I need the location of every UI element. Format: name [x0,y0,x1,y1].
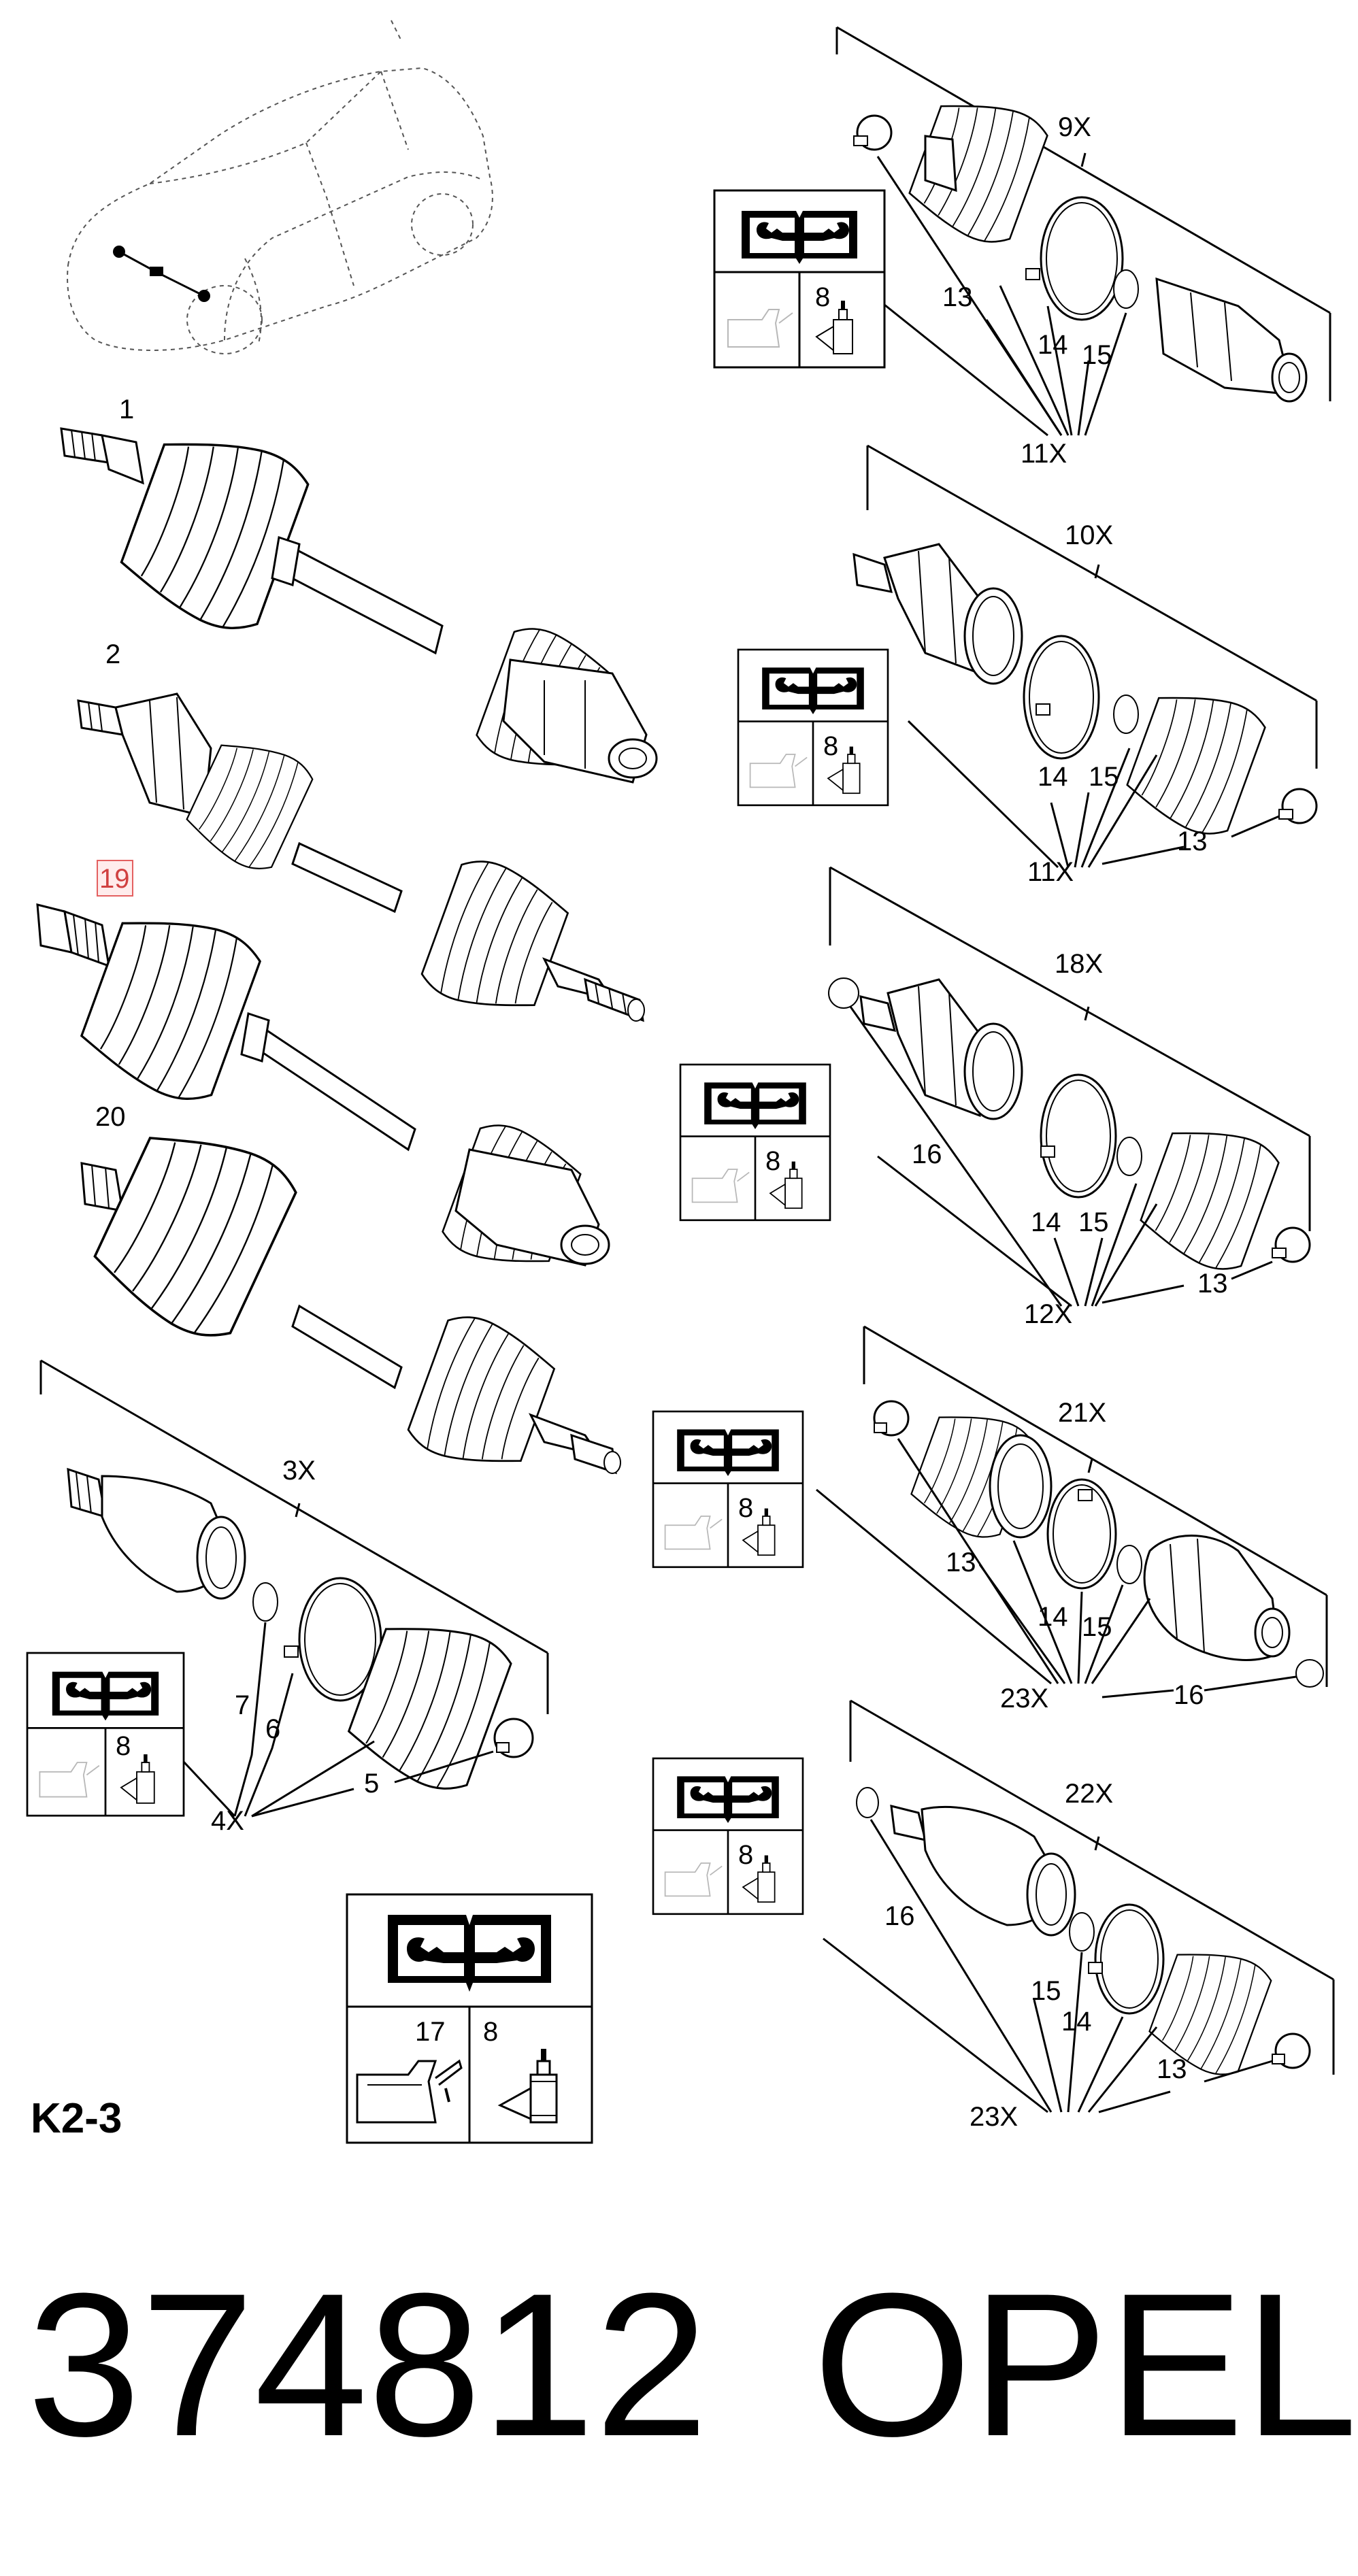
label-19: 19 [99,864,130,894]
car-outline [67,20,493,354]
label-23x-a: 23X [1000,1684,1048,1713]
label-11x-b: 11X [1027,857,1074,887]
label-13-b: 13 [1177,826,1208,856]
label-20: 20 [95,1102,126,1132]
label-4x: 4X [211,1806,244,1836]
label-17: 17 [415,2017,446,2047]
label-13-d: 13 [946,1548,976,1577]
kit-10x [737,444,1318,869]
label-13-c: 13 [1197,1269,1228,1299]
label-6: 6 [265,1714,280,1744]
label-16-a: 16 [912,1139,942,1169]
label-8-kit-18x: 8 [765,1146,780,1176]
label-12x: 12X [1024,1299,1072,1329]
label-23x-b: 23X [970,2102,1018,2132]
kit-18x [679,866,1311,1307]
label-2: 2 [105,639,120,669]
highlight-19 [97,860,133,897]
label-14-d: 14 [1038,1602,1068,1632]
label-1: 1 [119,395,134,424]
label-13-e: 13 [1157,2054,1187,2084]
label-5: 5 [364,1769,379,1799]
kit-22x [652,1699,1335,2113]
label-9x: 9X [1058,112,1091,142]
label-15-d: 15 [1082,1612,1112,1642]
label-15-e: 15 [1031,1976,1061,2006]
drive-shaft-20 [80,1110,621,1483]
label-14-c: 14 [1031,1207,1061,1237]
label-16-c: 16 [884,1901,915,1931]
label-21x: 21X [1058,1398,1106,1428]
drive-shaft-19 [36,897,610,1282]
label-7: 7 [235,1690,250,1720]
label-8-kit-10x: 8 [823,731,838,761]
brand-name: OPEL [813,2250,1357,2479]
label-16-b: 16 [1174,1680,1204,1710]
label-14-b: 14 [1038,762,1068,792]
label-15-a: 15 [1082,340,1112,370]
label-22x: 22X [1065,1779,1113,1809]
drive-shaft-1 [60,417,658,785]
label-3x: 3X [282,1456,316,1486]
label-8-kit-9x: 8 [815,282,830,312]
label-8-kit-21x: 8 [738,1493,753,1523]
drive-shaft-2 [77,692,645,1027]
label-14-a: 14 [1038,330,1068,360]
service-materials-box [346,1893,593,2144]
label-15-b: 15 [1089,762,1119,792]
kit-21x [652,1325,1328,1699]
label-8-kit-22x: 8 [738,1840,753,1870]
grease-tube-icon [497,2049,558,2124]
label-15-c: 15 [1078,1207,1109,1237]
oil-can-icon [356,2059,463,2124]
label-13-a: 13 [942,282,973,312]
label-10x: 10X [1065,520,1113,550]
diagram-code: K2-3 [31,2095,122,2142]
kit-9x [713,26,1331,437]
kit-3x [26,1359,549,1818]
label-18x: 18X [1055,949,1103,979]
label-8: 8 [483,2017,498,2047]
label-8-kit-3x: 8 [116,1731,131,1761]
part-number: 374812 [27,2250,708,2479]
label-11x-a: 11X [1021,439,1067,469]
label-14-e: 14 [1061,2007,1092,2037]
